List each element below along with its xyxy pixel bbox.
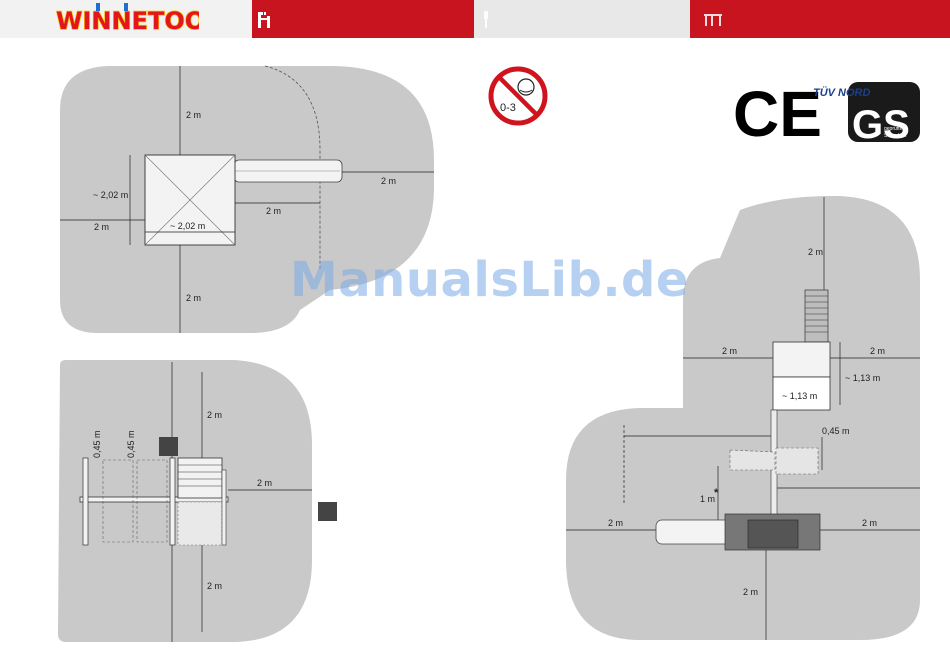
dim-top-left-top: 2 m <box>186 110 201 120</box>
tuv-label: TÜV NORD <box>813 86 871 99</box>
marker-square-1 <box>159 437 178 456</box>
gs-small-2: Sicherheit <box>884 133 907 139</box>
dim-top-left-bottom-width: ~ 2,02 m <box>170 221 205 231</box>
dim-top-left-bottom: 2 m <box>186 293 201 303</box>
dim-right-asterisk: * <box>714 487 719 499</box>
dim-gap-1: 0,45 m <box>92 430 102 458</box>
dim-bottom-left-bottom: 2 m <box>207 581 222 591</box>
ce-mark: CE <box>733 78 822 150</box>
gs-label: GS <box>852 103 910 147</box>
dim-right-width: ~ 1,13 m <box>782 391 817 401</box>
dim-right-top: 2 m <box>808 247 823 257</box>
gs-small-1: geprüfte <box>884 126 903 132</box>
tower-block <box>178 458 222 498</box>
dim-bottom-left-right: 2 m <box>257 478 272 488</box>
age-warning-symbol: 0-3 <box>491 69 545 123</box>
dim-right-platform: 1 m <box>700 494 715 504</box>
dim-right-right-top: 2 m <box>870 346 885 356</box>
tuv-gs-mark: TÜV NORD GS geprüfte Sicherheit <box>813 82 920 147</box>
dim-top-left-left: 2 m <box>94 222 109 232</box>
dim-right-step: 0,45 m <box>822 426 850 436</box>
dim-gap-2: 0,45 m <box>126 430 136 458</box>
ladder <box>805 290 828 342</box>
dim-right-bottom: 2 m <box>743 587 758 597</box>
diagram-bottom-left: 2 m 2 m 2 m 0,45 m 0,45 m <box>58 360 337 642</box>
ce-mark-text: CE <box>733 78 822 150</box>
dim-right-left-top: 2 m <box>722 346 737 356</box>
dim-top-left-middle: 2 m <box>266 206 281 216</box>
dim-bottom-left-top: 2 m <box>207 410 222 420</box>
marker-square-2 <box>318 502 337 521</box>
dim-right-left-bottom: 2 m <box>608 518 623 528</box>
watermark: ManualsLib.de <box>290 252 670 308</box>
house-right <box>773 342 830 377</box>
dim-right-right-bottom: 2 m <box>862 518 877 528</box>
dim-right-height: ~ 1,13 m <box>845 373 880 383</box>
dim-top-left-width: ~ 2,02 m <box>93 190 128 200</box>
age-warning-text: 0-3 <box>500 102 516 114</box>
dim-top-left-slide: 2 m <box>381 176 396 186</box>
